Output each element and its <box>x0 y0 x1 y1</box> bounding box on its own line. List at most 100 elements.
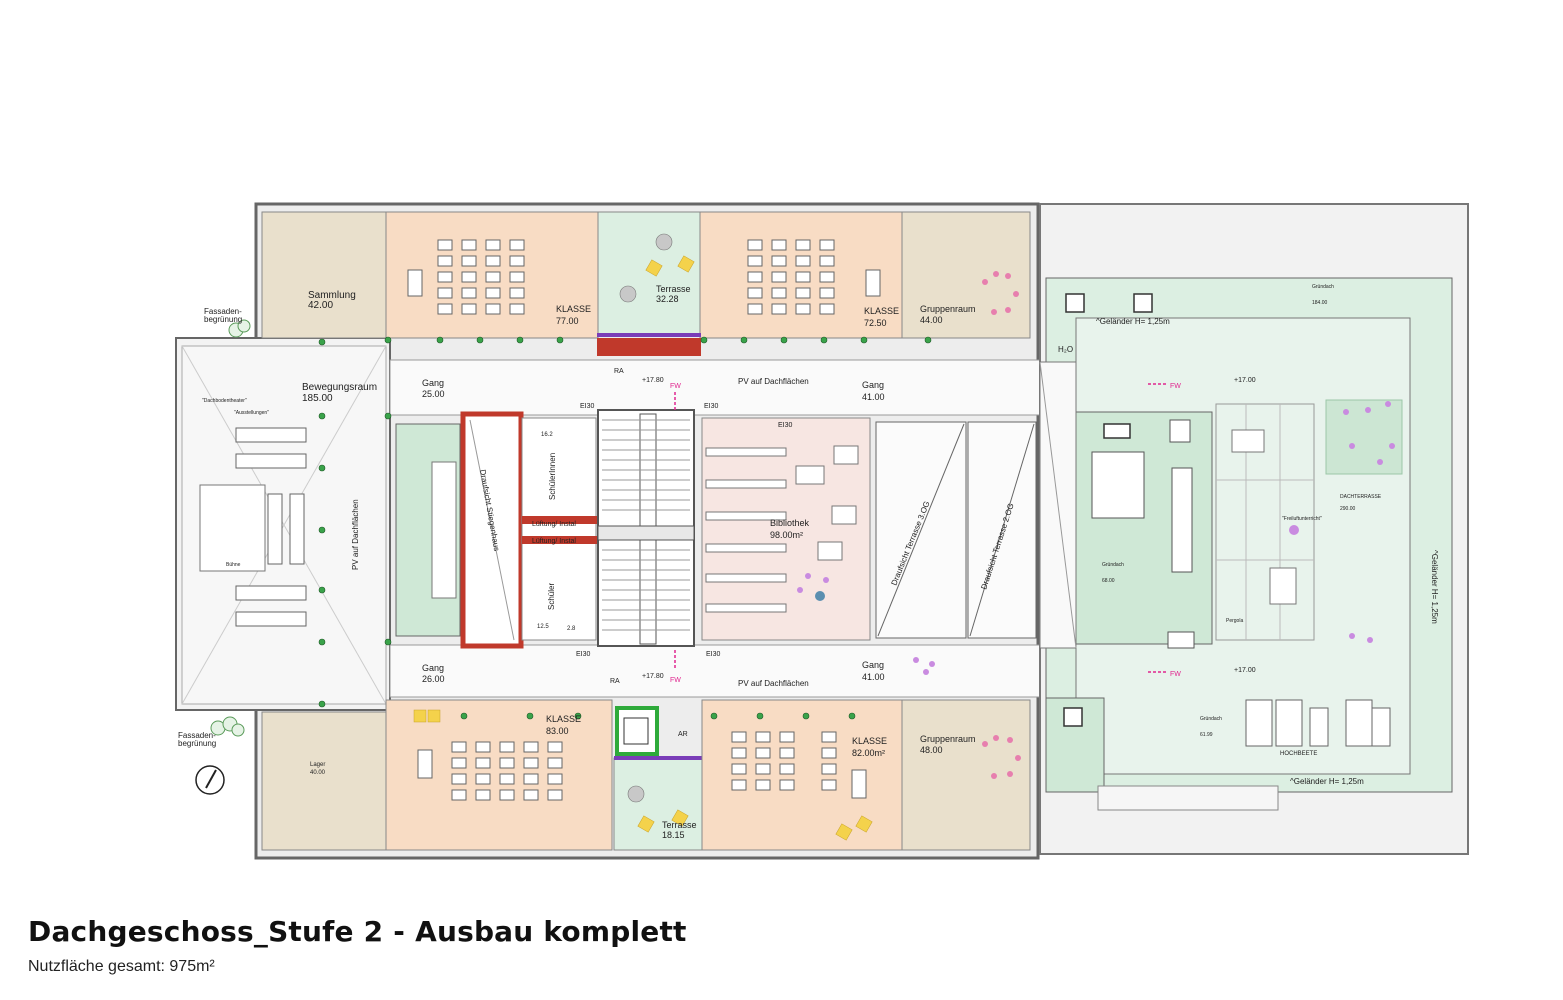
label-gelaender-right: ^Geländer H= 1,25m <box>1430 550 1439 624</box>
label-level-top: +17.80 <box>642 377 664 384</box>
room-bibliothek-name: Bibliothek <box>770 518 810 528</box>
dachterrasse-area: 290.00 <box>1340 506 1356 512</box>
room-klasse72-name: KLASSE <box>864 306 899 316</box>
fire-route-icons <box>674 383 1166 673</box>
facade-greening-icon <box>210 319 251 737</box>
room-lager <box>261 711 387 851</box>
label-h2o: H₂O <box>1058 345 1073 354</box>
label-pv-bottom: PV auf Dachflächen <box>738 679 809 688</box>
label-level-r1: +17.00 <box>1234 377 1256 384</box>
room-bewegung-name: Bewegungsraum <box>302 382 377 393</box>
room-gruppenraum-top-area: 44.00 <box>920 315 943 325</box>
label-level-bottom: +17.80 <box>642 673 664 680</box>
room-sammlung-area: 42.00 <box>308 300 333 311</box>
label-ra-top: RA <box>614 368 624 375</box>
label-ra-bottom: RA <box>610 678 620 685</box>
gruendach-top-area: 184.00 <box>1312 300 1328 306</box>
room-klasse-82 <box>701 699 903 851</box>
label-freiluftunterricht: "Freiluftunterricht" <box>1282 516 1322 522</box>
room-terrasse-top <box>597 211 701 337</box>
label-gelaender-bottom: ^Geländer H= 1,25m <box>1290 777 1364 786</box>
room-gruppenraum-bottom-area: 48.00 <box>920 745 943 755</box>
page-title: Dachgeschoss_Stufe 2 - Ausbau komplett <box>28 915 687 948</box>
room-bibliothek-area: 98.00m² <box>770 530 803 540</box>
label-dachbodentheater: "Dachbodentheater" <box>202 398 247 404</box>
label-fassade-bottom-2: begrünung <box>178 739 216 748</box>
room-sammlung-name: Sammlung <box>308 290 356 301</box>
label-ausstellungen: "Ausstellungen" <box>234 410 269 416</box>
label-wc-area-1: 16.2 <box>541 432 553 438</box>
room-sammlung <box>261 211 387 339</box>
label-fassade-top-2: begrünung <box>204 315 242 324</box>
label-buehne: Bühne <box>226 562 241 568</box>
dachterrasse-name: DACHTERRASSE <box>1340 494 1382 500</box>
page-subtitle: Nutzfläche gesamt: 975m² <box>28 958 215 975</box>
roof-dots <box>797 401 1395 675</box>
gang-br-area: 41.00 <box>862 672 885 682</box>
gruendach-top-name: Gründach <box>1312 284 1334 290</box>
label-hochbeete: HOCHBEETE <box>1280 751 1317 757</box>
gang-bl-name: Gang <box>422 663 444 673</box>
label-pv-left: PV auf Dachflächen <box>351 499 360 570</box>
label-fw-3: FW <box>1170 383 1181 390</box>
label-schueler: Schüler <box>547 583 556 610</box>
gang-bottom <box>389 644 1041 698</box>
room-bewegung-area: 185.00 <box>302 393 333 404</box>
gang-br-name: Gang <box>862 660 884 670</box>
label-schuelerinnen: SchülerInnen <box>548 453 557 500</box>
room-klasse77-area: 77.00 <box>556 316 579 326</box>
room-lager-area: 40.00 <box>310 770 326 776</box>
desks <box>235 239 881 801</box>
stair-top-wall <box>597 338 701 356</box>
label-pv-top: PV auf Dachflächen <box>738 377 809 386</box>
gruendach-mid-area: 68.00 <box>1102 578 1115 584</box>
green-markers <box>318 336 932 720</box>
label-level-r2: +17.00 <box>1234 667 1256 674</box>
label-fw-2: FW <box>670 677 681 684</box>
room-klasse82-area: 82.00m² <box>852 748 885 758</box>
gang-tl-name: Gang <box>422 378 444 388</box>
label-fw-1: FW <box>670 383 681 390</box>
central-stairs <box>597 409 695 647</box>
room-gruppenraum-top-name: Gruppenraum <box>920 304 976 314</box>
room-klasse77-name: KLASSE <box>556 304 591 314</box>
label-gelaender-top: ^Geländer H= 1,25m <box>1096 317 1170 326</box>
label-lueftung-1: Lüftung/ Instal <box>532 521 576 528</box>
label-fassade-bottom-1: Fassaden- <box>178 731 216 740</box>
label-ei30-1: EI30 <box>580 403 595 410</box>
room-terrasse-bottom-name: Terrasse <box>662 820 697 830</box>
floor-plan: Sammlung 42.00 Bewegungsraum 185.00 "Dac… <box>175 202 1469 860</box>
gang-bl-area: 26.00 <box>422 674 445 684</box>
label-ei30-5: EI30 <box>706 651 721 658</box>
room-terrasse-top-area: 32.28 <box>656 294 679 304</box>
room-terrasse-bottom <box>613 757 703 851</box>
gang-top <box>389 359 1041 416</box>
left-roof-area <box>181 345 387 705</box>
room-klasse83-area: 83.00 <box>546 726 569 736</box>
room-terrasse-top-name: Terrasse <box>656 284 691 294</box>
gruendach-mid-name: Gründach <box>1102 562 1124 568</box>
gruendach-bottom-name: Gründach <box>1200 716 1222 722</box>
label-wc-area-2: 12.5 <box>537 624 549 630</box>
room-lager-name: Lager <box>310 762 325 768</box>
label-ei30-4: EI30 <box>576 651 591 658</box>
room-klasse83-name: KLASSE <box>546 714 581 724</box>
label-fw-4: FW <box>1170 671 1181 678</box>
north-arrow-icon <box>195 765 225 795</box>
label-ei30-2: EI30 <box>704 403 719 410</box>
gang-tr-name: Gang <box>862 380 884 390</box>
roof-terrace <box>1039 203 1469 855</box>
room-klasse82-name: KLASSE <box>852 736 887 746</box>
gruppenraum-chairs <box>982 271 1021 779</box>
gang-tl-area: 25.00 <box>422 389 445 399</box>
room-terrasse-bottom-area: 18.15 <box>662 830 685 840</box>
label-fassade-top-1: Fassaden- <box>204 307 242 316</box>
room-klasse72-area: 72.50 <box>864 318 887 328</box>
label-ei30-3: EI30 <box>778 422 793 429</box>
wc-block <box>521 417 597 641</box>
gang-tr-area: 41.00 <box>862 392 885 402</box>
room-gruppenraum-bottom-name: Gruppenraum <box>920 734 976 744</box>
label-ar: AR <box>678 731 688 738</box>
label-wc-area-3: 2.8 <box>567 626 576 632</box>
gruendach-bottom-area: 61.99 <box>1200 732 1213 738</box>
